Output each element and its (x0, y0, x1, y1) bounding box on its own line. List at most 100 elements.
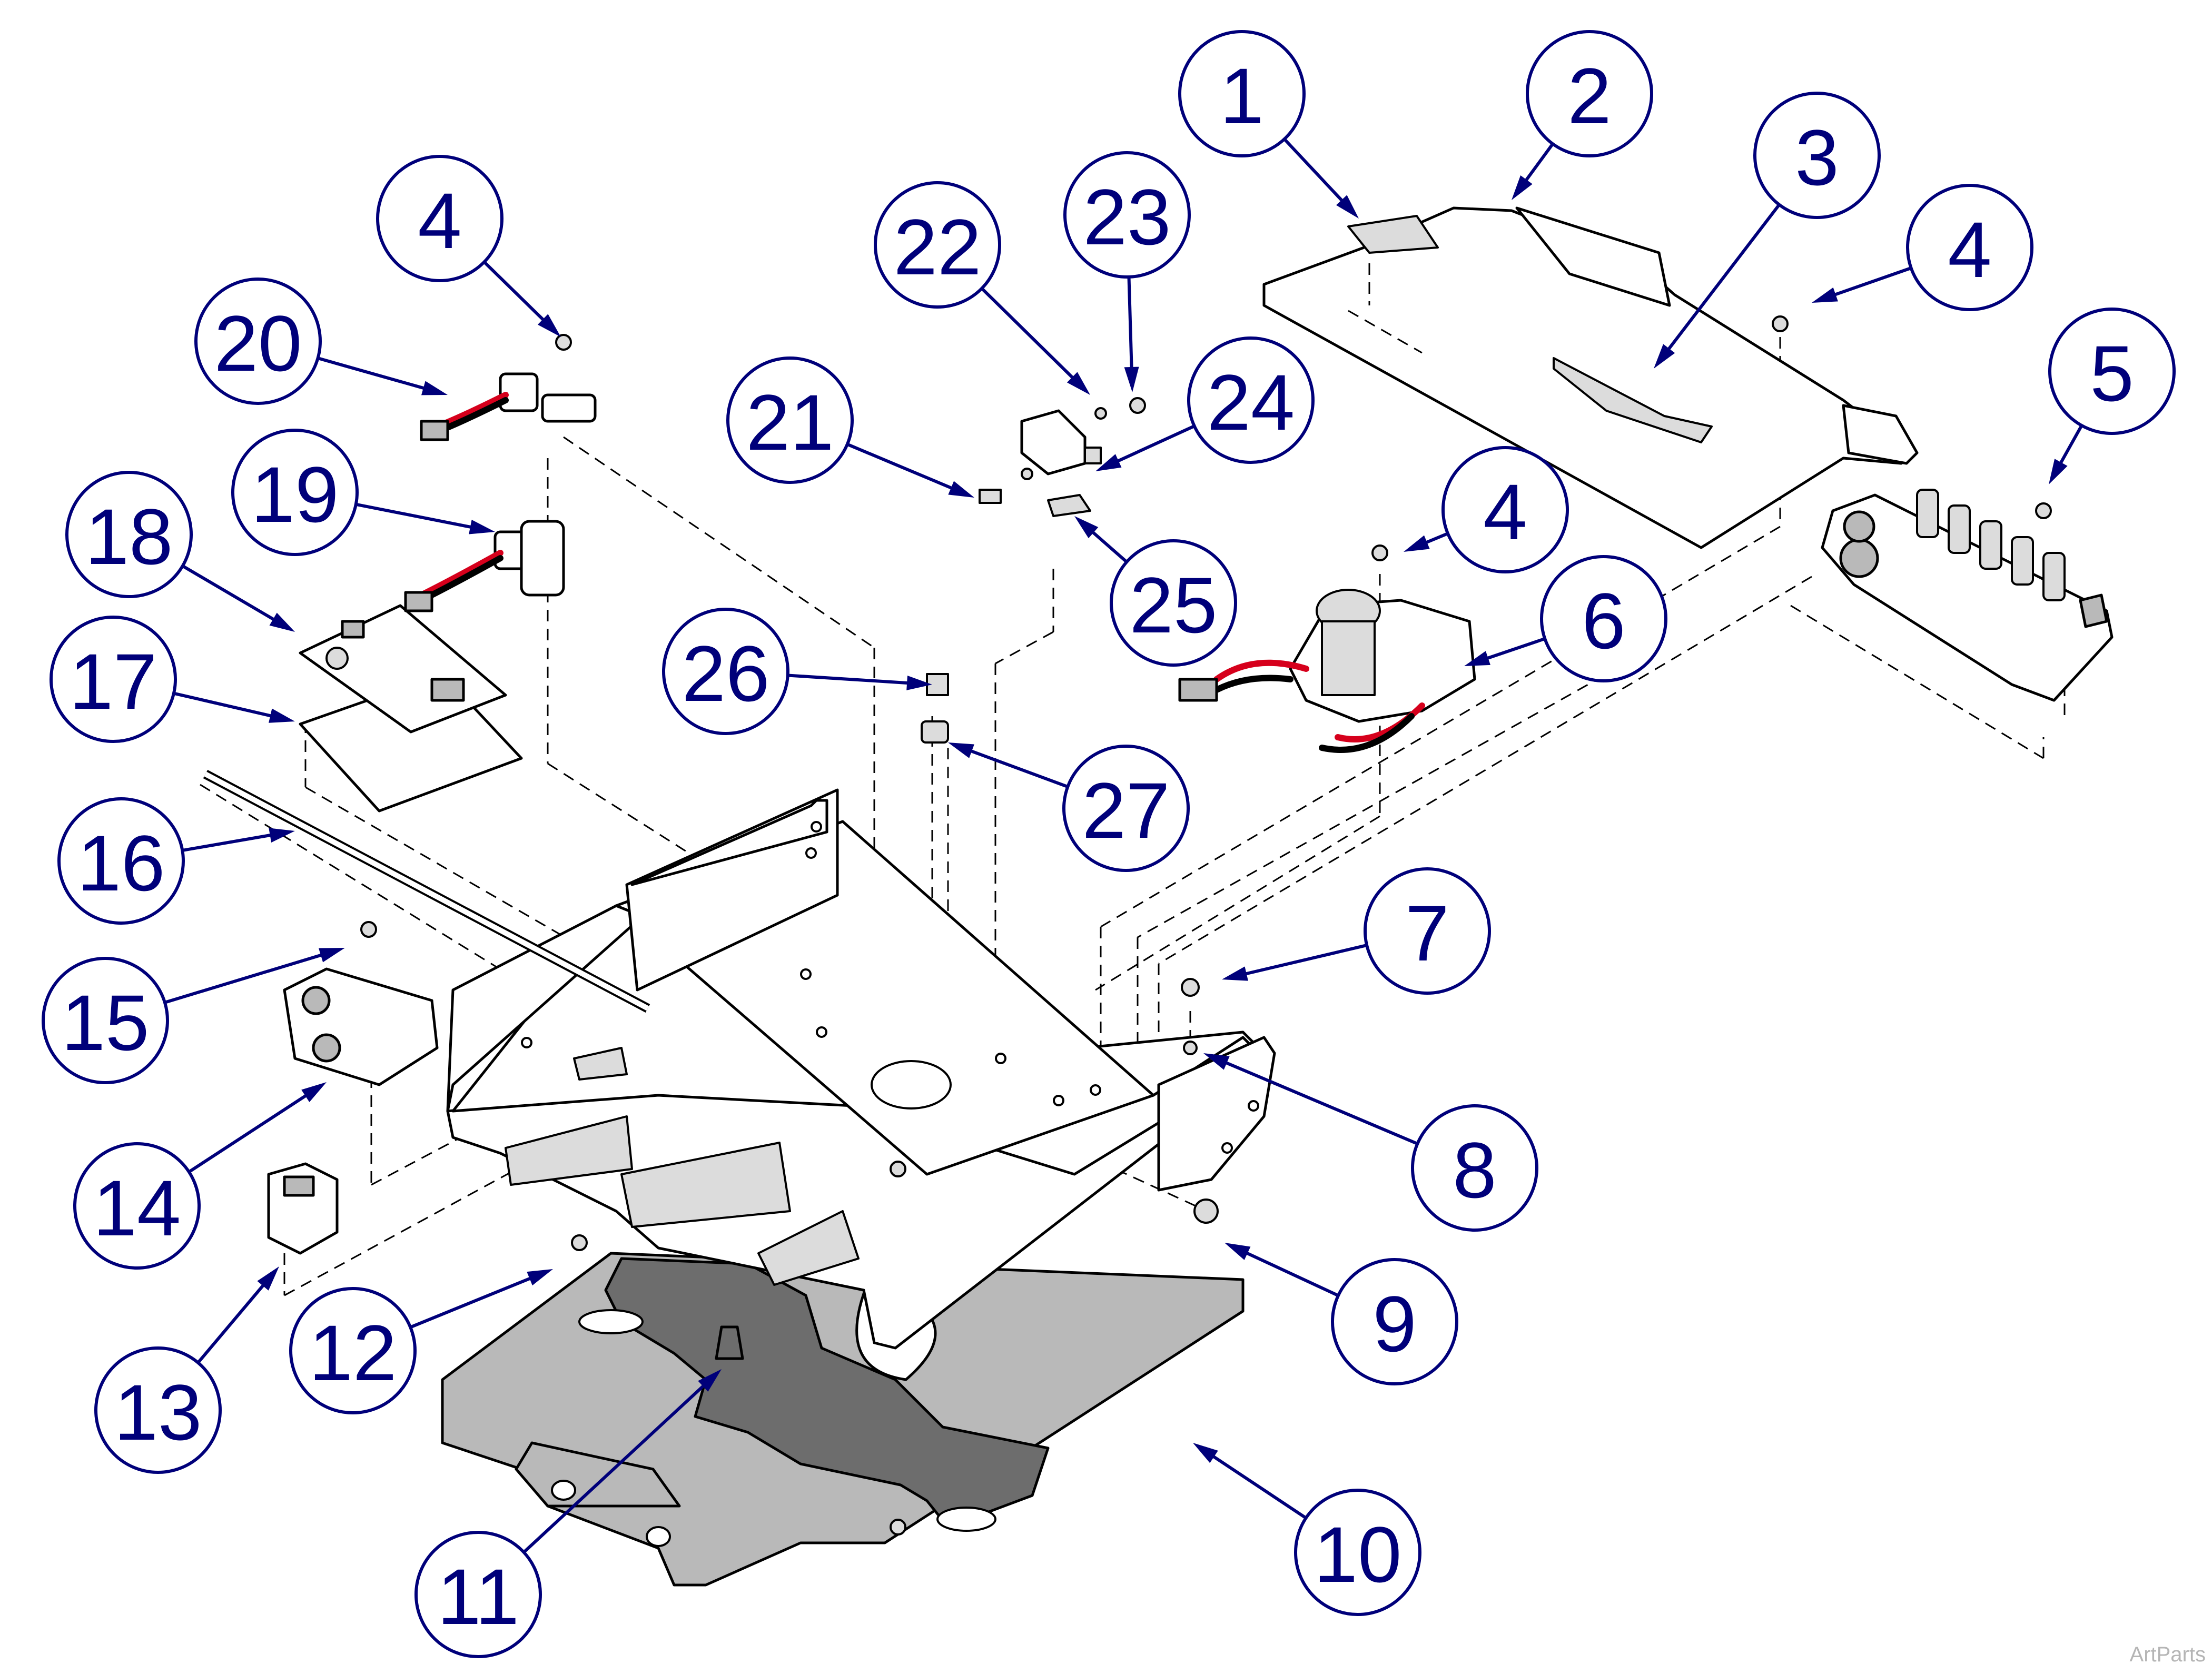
callout-circle-4-21 (376, 155, 503, 282)
callout-circle-15-15 (42, 957, 169, 1084)
callout-circle-4-3 (1906, 184, 2033, 311)
leader-arrowhead-9-9 (1224, 1243, 1251, 1260)
callout-number-2-1: 2 (1567, 52, 1611, 140)
leader-arrowhead-13-13 (257, 1266, 279, 1291)
callout-number-12-12: 12 (309, 1309, 397, 1397)
valve-fitting-block (1020, 409, 1102, 476)
callout-number-19-19: 19 (251, 450, 339, 539)
leader-line-4-3 (1826, 266, 1912, 299)
leader-arrowhead-23-24 (1124, 367, 1139, 392)
leader-arrowhead-7-7 (1222, 966, 1248, 981)
callout-number-3-2: 3 (1795, 113, 1839, 202)
leader-line-12-12 (410, 1273, 539, 1329)
callout-number-13-13: 13 (114, 1368, 202, 1457)
manifold-block (1821, 489, 2114, 702)
callout-number-4-21: 4 (418, 176, 461, 265)
callout-number-7-7: 7 (1405, 889, 1449, 977)
callout-circle-26-27 (662, 608, 789, 735)
callout-circle-8-8 (1411, 1104, 1538, 1232)
leader-arrowhead-15-15 (319, 948, 345, 963)
callout-circle-1-0 (1178, 30, 1306, 157)
chassis-tray (446, 788, 1276, 1350)
callout-circle-21-22 (726, 356, 854, 484)
small-fittings (360, 315, 2052, 1536)
leader-arrowhead-16-16 (269, 828, 295, 843)
callout-circle-7-7 (1364, 867, 1491, 995)
rod (203, 770, 650, 1013)
pump-assembly (1178, 589, 1476, 753)
callout-number-25-26: 25 (1130, 561, 1218, 649)
leader-line-11-11 (522, 1379, 712, 1554)
callout-circle-11-11 (414, 1531, 542, 1658)
leader-arrowhead-20-20 (421, 381, 448, 395)
leader-line-20-20 (317, 356, 433, 392)
leader-line-27-28 (962, 746, 1069, 788)
callout-number-22-23: 22 (894, 203, 982, 291)
callout-number-27-28: 27 (1082, 766, 1170, 855)
callout-circle-5-4 (2048, 308, 2176, 435)
leader-arrowhead-4-21 (537, 314, 561, 337)
leader-arrowhead-11-11 (698, 1369, 722, 1392)
callout-number-4-3: 4 (1948, 205, 1991, 294)
callout-circle-16-16 (57, 797, 185, 925)
leader-line-9-9 (1238, 1247, 1339, 1297)
callout-number-1-0: 1 (1220, 52, 1263, 140)
callout-circle-22-23 (874, 181, 1001, 309)
callout-circle-6-5 (1540, 555, 1667, 682)
callout-number-16-16: 16 (77, 819, 165, 907)
callout-number-5-4: 5 (2090, 329, 2134, 418)
leader-line-3-2 (1662, 203, 1781, 358)
solenoid-valve-lower (404, 520, 565, 612)
leader-arrowhead-25-26 (1074, 516, 1099, 539)
callout-leaders (164, 138, 2083, 1554)
callout-circle-23-24 (1063, 151, 1191, 279)
callout-circle-14-14 (73, 1142, 201, 1270)
leader-line-8-8 (1217, 1057, 1418, 1145)
leader-arrowhead-4-6 (1404, 535, 1430, 552)
callout-number-23-24: 23 (1083, 173, 1171, 261)
leader-arrowhead-22-23 (1066, 372, 1090, 395)
callout-circle-19-19 (231, 429, 359, 556)
leader-arrowhead-14-14 (301, 1082, 327, 1102)
leader-arrowhead-10-10 (1193, 1443, 1218, 1463)
leader-arrowhead-2-1 (1512, 175, 1533, 200)
callout-circle-2-1 (1526, 30, 1653, 157)
leader-line-21-22 (846, 442, 961, 493)
leader-arrowhead-21-22 (948, 481, 974, 498)
leader-arrowhead-26-27 (906, 675, 932, 690)
top-cover (1262, 206, 1919, 549)
callout-circle-12-12 (289, 1287, 417, 1414)
leader-line-22-23 (981, 287, 1080, 385)
leader-line-16-16 (182, 832, 280, 852)
callout-number-21-22: 21 (746, 378, 834, 467)
callout-circle-27-28 (1062, 745, 1190, 872)
leader-arrowhead-24-25 (1095, 454, 1122, 471)
callout-circle-18-18 (65, 471, 193, 598)
circuit-board (299, 604, 523, 813)
callout-circle-3-2 (1753, 92, 1881, 219)
callout-number-15-15: 15 (62, 978, 150, 1067)
leader-arrowhead-8-8 (1203, 1053, 1230, 1070)
leader-line-6-5 (1478, 637, 1546, 663)
callout-circle-13-13 (94, 1346, 222, 1474)
artparts-watermark: ArtParts (2129, 1643, 2206, 1666)
leader-arrowhead-6-5 (1464, 651, 1490, 666)
leader-arrowhead-19-19 (469, 519, 495, 534)
callout-number-14-14: 14 (93, 1164, 181, 1252)
leader-arrowhead-17-17 (269, 708, 295, 723)
leader-line-24-25 (1109, 424, 1195, 467)
leader-line-1-0 (1283, 138, 1349, 209)
leader-arrowhead-1-0 (1336, 195, 1359, 219)
leader-line-26-27 (787, 673, 917, 686)
connector-block (267, 1162, 339, 1255)
leader-arrowhead-27-28 (948, 742, 974, 758)
solenoid-valve-upper (420, 372, 597, 441)
leader-line-4-21 (483, 261, 551, 328)
callout-number-17-17: 17 (70, 637, 157, 726)
callout-number-10-10: 10 (1314, 1510, 1402, 1599)
callout-number-11-11: 11 (437, 1552, 519, 1641)
leader-line-7-7 (1237, 944, 1367, 978)
leader-line-19-19 (355, 502, 480, 531)
callout-number-18-18: 18 (85, 492, 173, 581)
